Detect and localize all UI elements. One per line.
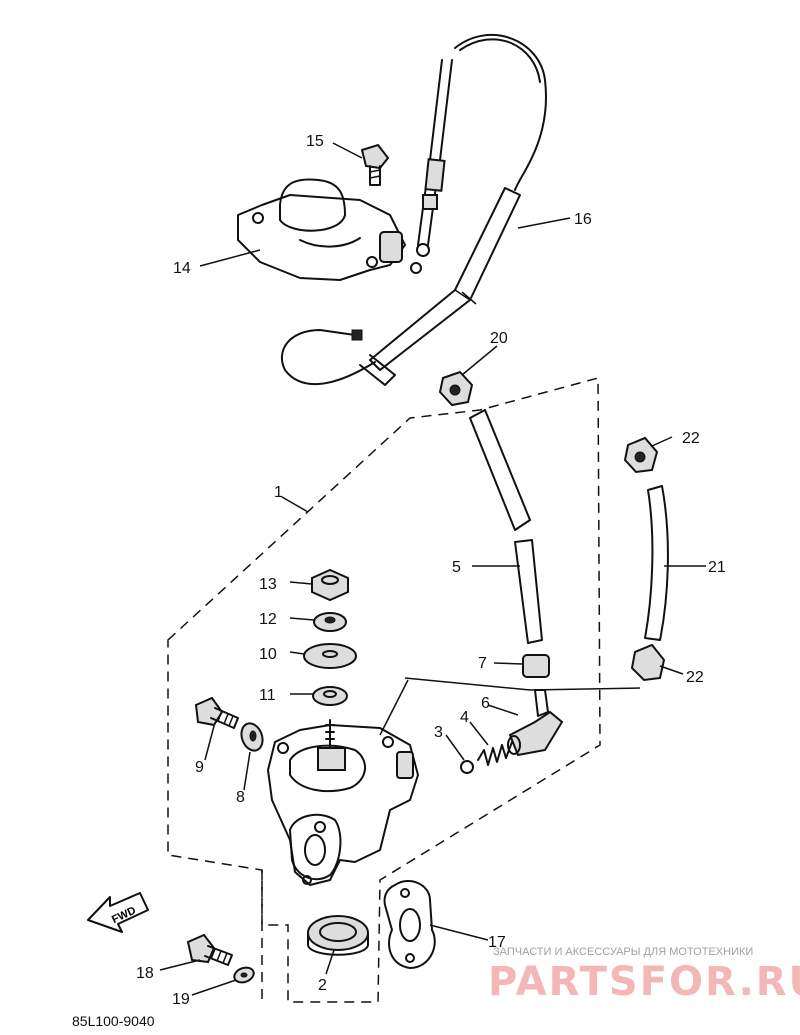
clamp-22-bottom	[630, 643, 666, 682]
nut-13	[311, 568, 349, 602]
label-part-7: 7	[478, 655, 487, 672]
hose-upper	[469, 409, 531, 531]
hose-5	[514, 539, 543, 644]
label-part-18: 18	[136, 965, 154, 982]
part-labels: 15 14 16 20 22 1 5 21 13 12 10 7 22 11 6…	[136, 133, 726, 1008]
hose-21	[644, 485, 669, 641]
label-part-8: 8	[236, 789, 245, 806]
label-part-16: 16	[574, 211, 592, 228]
label-part-22-top: 22	[682, 430, 700, 447]
gasket-17	[383, 880, 436, 969]
label-part-20: 20	[490, 330, 508, 347]
label-part-15: 15	[306, 133, 324, 150]
bolt-15	[360, 143, 390, 186]
label-part-11: 11	[259, 687, 276, 704]
label-part-19: 19	[172, 991, 190, 1008]
washer-19	[233, 966, 255, 984]
clamp-7	[522, 654, 550, 678]
watermark: ЗАПЧАСТИ И АКСЕССУАРЫ ДЛЯ МОТОТЕХНИКИ PA…	[488, 946, 800, 1005]
fwd-label: FWD	[110, 905, 138, 926]
label-part-12: 12	[259, 611, 277, 628]
pump-cover-14	[237, 178, 406, 281]
label-part-21: 21	[708, 559, 726, 576]
watermark-brand: PARTSFOR.RU	[488, 959, 800, 1005]
washer-8	[240, 722, 264, 752]
label-part-14: 14	[173, 260, 191, 277]
label-part-13: 13	[259, 576, 277, 593]
bolt-9	[194, 696, 239, 729]
oil-seal-2	[307, 915, 369, 956]
label-part-2: 2	[318, 977, 327, 994]
cap-20	[438, 370, 474, 407]
watermark-tagline: ЗАПЧАСТИ И АКСЕССУАРЫ ДЛЯ МОТОТЕХНИКИ	[493, 946, 753, 958]
label-part-17: 17	[488, 934, 506, 951]
drawing-code: 85L100-9040	[72, 1013, 155, 1029]
label-part-3: 3	[434, 724, 443, 741]
cable-16	[280, 33, 547, 386]
label-part-10: 10	[259, 646, 277, 663]
elbow-fitting-6	[507, 689, 564, 757]
label-part-5: 5	[452, 559, 461, 576]
label-part-22-bottom: 22	[686, 669, 704, 686]
cap-22-top	[623, 436, 659, 474]
label-part-4: 4	[460, 709, 469, 726]
spring-4	[477, 741, 513, 766]
pump-body	[267, 719, 419, 886]
label-part-9: 9	[195, 759, 204, 776]
bolt-18	[186, 933, 233, 966]
routing-line	[379, 677, 641, 736]
label-part-1: 1	[274, 484, 283, 501]
washer-12	[313, 612, 347, 632]
washer-11	[312, 686, 348, 706]
label-part-6: 6	[481, 695, 490, 712]
assembly-outline	[167, 377, 601, 1003]
leader-lines	[159, 142, 706, 996]
front-direction-arrow: FWD	[87, 892, 149, 933]
ball-3	[460, 760, 474, 774]
washer-10	[303, 643, 357, 669]
